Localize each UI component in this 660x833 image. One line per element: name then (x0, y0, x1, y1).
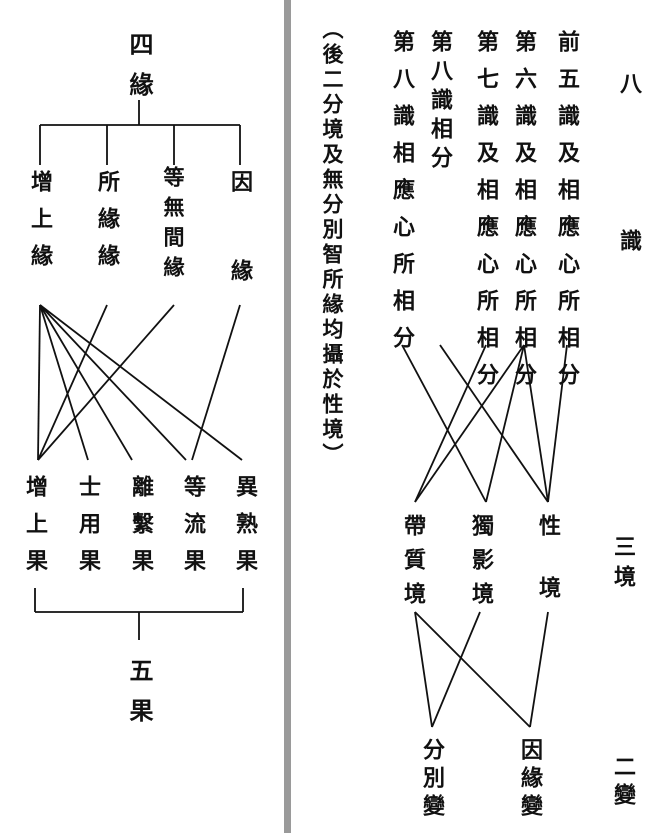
link-diliu-duying (485, 344, 525, 503)
transform-yinyuan: 因緣變 (517, 738, 543, 822)
result-dengliu: 等流果 (180, 475, 206, 586)
link-dibaxin-duying (401, 344, 487, 503)
condition-yinyuan: 因緣 (227, 170, 253, 348)
part-diba: 第八識相分 (427, 30, 453, 175)
part-dibaxin: 第八識相應心所相分 (389, 30, 415, 363)
link-diba-xing (439, 344, 549, 503)
label-three-objects: 三境 (610, 535, 636, 595)
link-zengshang-r3 (39, 304, 133, 461)
link-zengshang-r4 (39, 304, 187, 461)
part-diliu: 第六識及相應心所相分 (511, 30, 537, 400)
link-diqi-daizhi (414, 344, 487, 503)
link-daizhi-fenbie (414, 611, 433, 728)
link-diliu-daizhi (414, 344, 525, 503)
column-divider (284, 0, 291, 833)
link-yinyuan-r4 (191, 304, 241, 461)
five-results-label: 五果 (125, 658, 154, 738)
link-duying-fenbie (431, 611, 481, 728)
link-qianwu-xing (547, 344, 568, 503)
link-diliu-xing (523, 344, 549, 503)
link-zengshang-r1 (37, 304, 41, 461)
link-xing-yinyuan (529, 611, 549, 728)
result-zengshang: 增上果 (22, 475, 48, 586)
link-suoyuan-r1 (37, 304, 108, 461)
transform-fenbie: 分別變 (419, 738, 445, 822)
result-yishu: 異熟果 (232, 475, 258, 586)
result-lixi: 離繫果 (128, 475, 154, 586)
label-eight-consciousness: 八識 (616, 72, 642, 386)
parenthetical-note: （後二分境及無分別智所緣均攝於性境） (320, 18, 345, 468)
label-two-transformations: 二變 (610, 755, 636, 811)
link-dengwujian-r1 (37, 304, 175, 461)
part-qianwu: 前五識及相應心所相分 (554, 30, 580, 400)
condition-zengshang: 增上緣 (27, 170, 53, 281)
object-daizhi: 帶質境 (400, 514, 426, 616)
link-zengshang-r5 (39, 304, 243, 461)
link-zengshang-r2 (39, 304, 89, 461)
object-duying: 獨影境 (468, 514, 494, 616)
condition-dengwujian: 等無間緣 (161, 166, 186, 286)
result-shiyong: 士用果 (75, 475, 101, 586)
object-xing: 性境 (535, 514, 561, 638)
link-daizhi-yinyuan (414, 611, 531, 728)
part-diqi: 第七識及相應心所相分 (473, 30, 499, 400)
condition-suoyuan: 所緣緣 (94, 170, 120, 281)
four-conditions-title: 四緣 (125, 32, 154, 112)
